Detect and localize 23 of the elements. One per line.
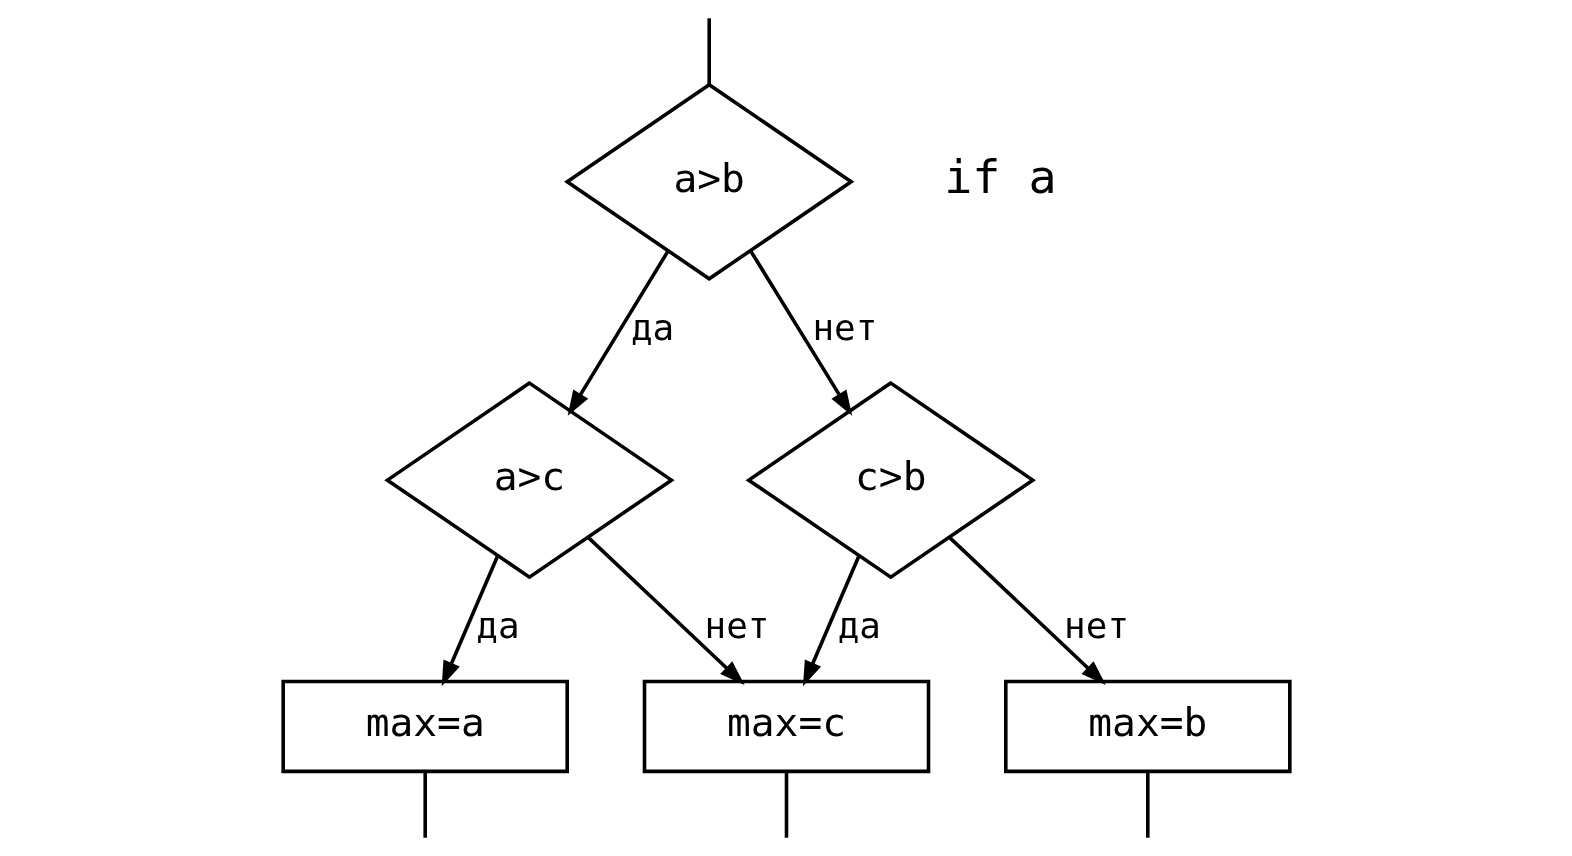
arrow xyxy=(802,555,861,687)
node-box: max=a xyxy=(280,679,569,774)
arrow xyxy=(567,250,669,416)
node-diamond: a>c xyxy=(383,380,675,580)
edge-label: да xyxy=(475,605,520,647)
arrow xyxy=(586,536,745,685)
arrow xyxy=(748,250,852,416)
edge-label: нет xyxy=(811,306,877,348)
node-diamond: c>b xyxy=(745,380,1036,580)
connector xyxy=(784,771,788,838)
arrow xyxy=(948,536,1106,685)
label: if a xyxy=(943,150,1057,205)
connector xyxy=(706,18,711,85)
node-box: max=c xyxy=(642,679,930,774)
connector xyxy=(1145,771,1150,838)
edge-label: нет xyxy=(1063,605,1129,647)
connector xyxy=(422,771,427,838)
edge-label: да xyxy=(630,306,674,348)
edge-label: нет xyxy=(704,605,770,647)
node-diamond: a>b xyxy=(563,82,854,281)
arrow xyxy=(441,555,499,687)
node-box: max=b xyxy=(1003,679,1292,774)
edge-label: да xyxy=(837,605,881,647)
